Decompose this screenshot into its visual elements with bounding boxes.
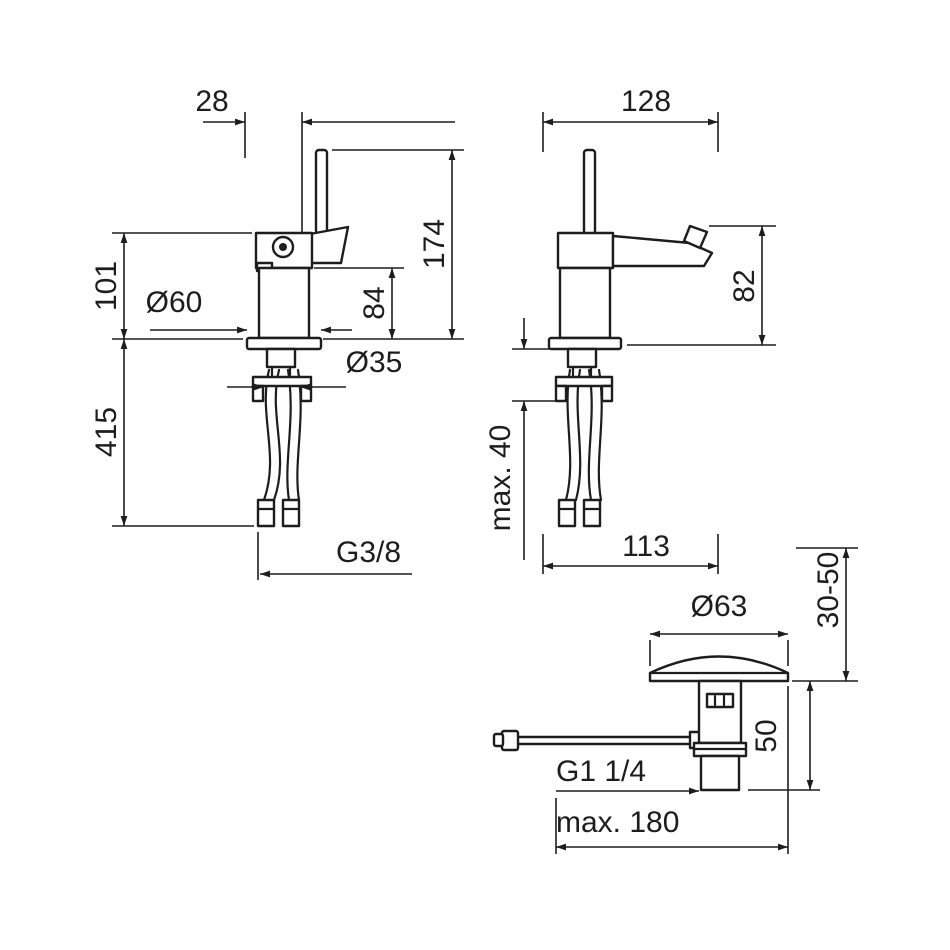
mounting-bracket-leg [299,384,313,403]
dim-label-30-50: 30-50 [812,552,845,629]
supply-hose-right [587,368,593,502]
side-view: 128 82 max. 40 113 [484,85,776,574]
waste-neck [697,679,743,745]
dim-label-415: 415 [90,407,123,457]
dim-lever-offset: 28 [195,85,455,234]
front-faucet-body [245,148,350,528]
dim-cap-diameter: Ø63 [649,590,789,666]
waste-dimensions: Ø63 30-50 50 G1 1/4 max. 180 [555,547,858,854]
dim-projection: 113 [542,530,719,574]
front-view: 28 174 101 415 84 [90,85,464,580]
dim-label-d60: Ø60 [146,286,203,319]
hose-connector [557,498,577,528]
supply-hose-right [286,368,292,502]
dim-label-50: 50 [750,719,783,752]
dim-label-max180: max. 180 [556,806,679,839]
base-flange [245,336,323,351]
mounting-bracket-leg [554,384,568,403]
dim-hose-length: 415 [90,339,254,527]
lever [582,148,597,236]
mounting-bracket-leg [251,384,265,403]
hose-connector [582,498,602,528]
dim-height-to-spout: 101 [90,232,252,340]
dim-depth: 128 [542,85,719,152]
dim-base-diameter: Ø60 [146,286,352,334]
dim-label-101: 101 [90,261,123,311]
waste-thread [699,754,741,792]
dim-waste-thread: G1 1/4 [556,755,699,795]
dim-label-84: 84 [358,286,391,319]
dim-rod-reach: max. 180 [555,686,789,854]
dim-total-height: 174 [323,149,464,340]
dim-label-g114: G1 1/4 [556,755,646,788]
spout-body [556,231,615,270]
lever [314,148,329,236]
dim-label-128: 128 [621,85,671,118]
mounting-bracket-leg [600,384,614,403]
base-flange [547,336,623,351]
waste-cap [648,655,790,683]
dim-max-deck: max. 40 [484,318,556,560]
mounting-bracket [554,375,614,388]
dim-label-d35: Ø35 [346,346,403,379]
pop-up-rod [511,735,701,746]
waste-view: Ø63 30-50 50 G1 1/4 max. 180 [492,547,858,854]
dim-label-28: 28 [195,85,228,118]
temp-indicator-dot [279,243,287,251]
dim-outlet-height: 82 [627,225,776,346]
dim-label-d63: Ø63 [691,590,748,623]
front-dimensions: 28 174 101 415 84 [90,85,464,580]
dim-label-113: 113 [622,530,670,563]
waste-valve-body [492,655,790,792]
threaded-shank [265,347,297,369]
hose-connector [281,498,301,528]
rod-tip [492,732,505,748]
supply-hose-left [262,368,272,502]
supply-hose-left [574,368,582,502]
body-column [558,266,612,340]
side-faucet-body [547,148,714,528]
mounting-bracket [251,375,313,388]
handle-wedge [308,225,350,265]
dim-supply-thread: G3/8 [257,532,412,580]
hose-connector [256,498,276,528]
overflow-window [705,692,735,709]
side-dimensions: 128 82 max. 40 113 [484,85,776,574]
body-column [257,266,311,340]
dim-clamp-range: 30-50 [792,547,858,682]
rod-knob [500,729,520,752]
spray-nozzle [682,224,709,250]
dim-label-82: 82 [728,269,761,302]
dim-label-max40: max. 40 [484,425,517,532]
dim-spout-height: 84 [314,267,404,339]
dim-body-height: 50 [748,681,820,791]
dim-label-g38: G3/8 [336,536,401,569]
supply-hose-left [272,368,282,502]
dim-hole-diameter: Ø35 [227,346,403,391]
dim-label-174: 174 [418,219,451,269]
threaded-shank [566,347,598,369]
